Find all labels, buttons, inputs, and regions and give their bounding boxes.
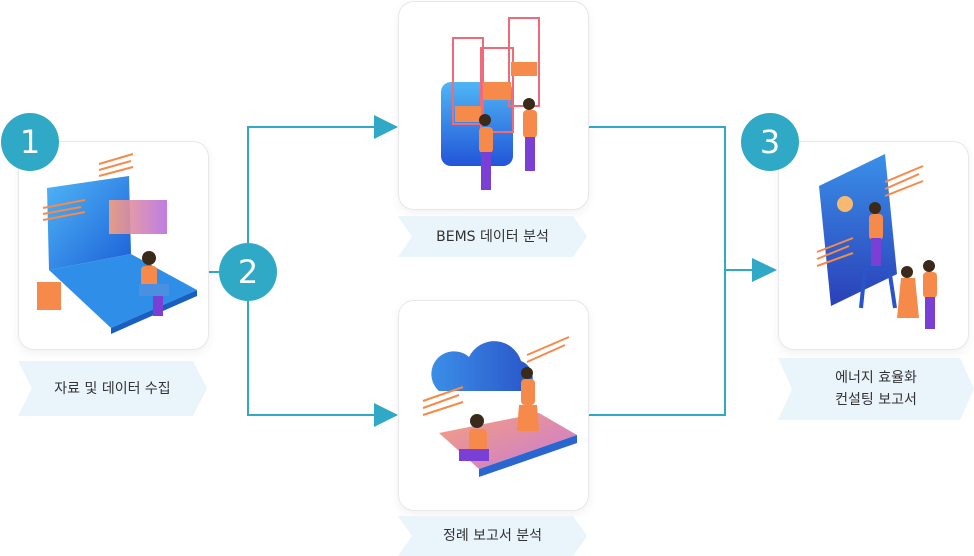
step1-label: 자료 및 데이터 수집 — [54, 380, 171, 397]
step3-card — [778, 141, 969, 350]
step2-number: 2 — [237, 253, 259, 291]
step1-number: 1 — [19, 123, 41, 161]
arrow-head-right — [752, 258, 777, 282]
report-analysis-card — [398, 300, 589, 511]
laptop-data-collection-illustration — [37, 153, 197, 334]
bems-analysis-card — [398, 1, 589, 210]
step1-card — [18, 141, 209, 350]
step3-number: 3 — [759, 123, 781, 161]
report-analysis-label-box: 정례 보고서 분석 — [398, 516, 587, 556]
step1-label-box: 자료 및 데이터 수집 — [18, 361, 207, 416]
step1-number-badge: 1 — [1, 113, 59, 171]
cloud-report-illustration — [422, 336, 577, 477]
bems-dashboard-illustration — [441, 17, 540, 190]
arrow-head-top — [374, 115, 398, 139]
step3-label-box: 에너지 효율화 컨설팅 보고서 — [778, 358, 974, 420]
step2-number-badge: 2 — [219, 243, 277, 301]
step3-label-line1: 에너지 효율화 — [835, 370, 917, 386]
bems-analysis-label-box: BEMS 데이터 분석 — [398, 216, 587, 257]
arrow-head-bottom — [374, 403, 398, 427]
bems-analysis-label: BEMS 데이터 분석 — [436, 228, 549, 245]
step3-label-line2: 컨설팅 보고서 — [835, 392, 917, 408]
consulting-report-illustration — [816, 154, 937, 329]
report-analysis-label: 정례 보고서 분석 — [442, 528, 543, 544]
step3-number-badge: 3 — [741, 113, 799, 171]
